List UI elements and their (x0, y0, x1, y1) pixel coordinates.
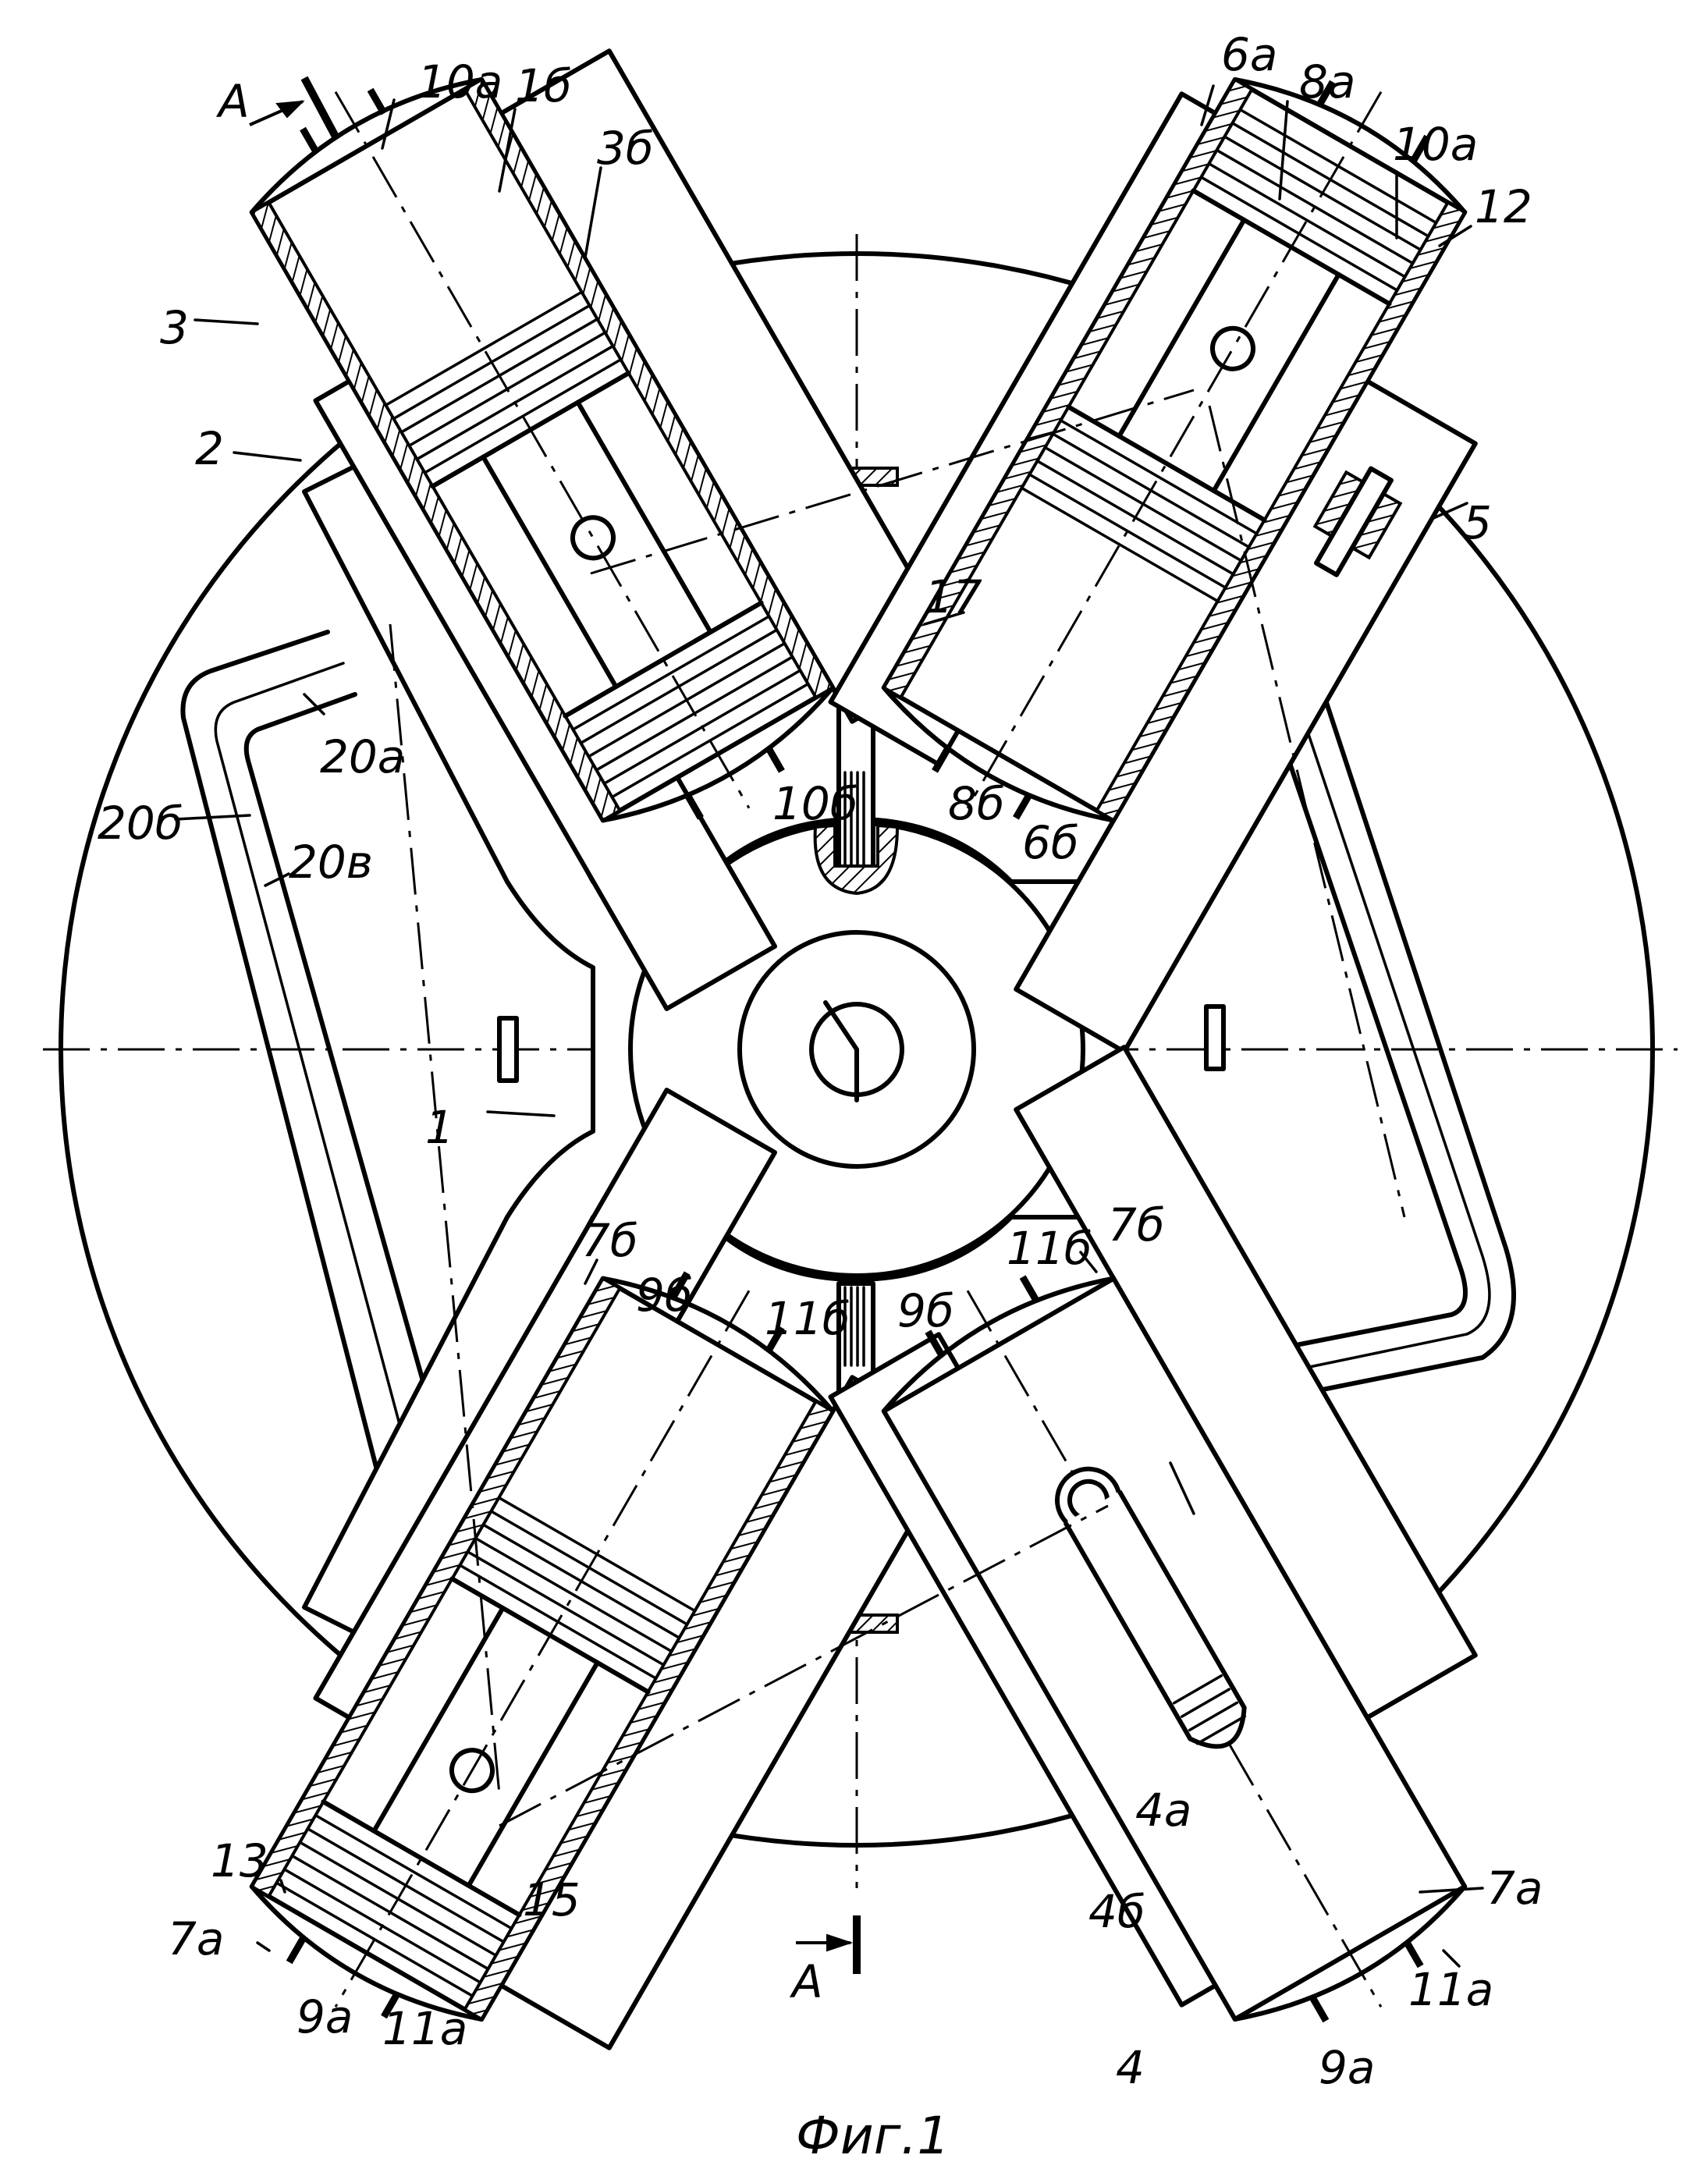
label-7a-right: 7a (1486, 1862, 1543, 1915)
label-4b: 4б (1088, 1885, 1145, 1938)
label-6b: 6б (1022, 816, 1079, 869)
label-4: 4 (1116, 2041, 1145, 2094)
section-mark-top (250, 78, 336, 137)
label-20v: 20в (289, 836, 373, 889)
label-11b-left: 11б (765, 1292, 850, 1345)
label-8a: 8a (1299, 55, 1355, 108)
label-8b: 8б (948, 777, 1005, 830)
label-7a-left: 7a (168, 1912, 224, 1965)
label-5: 5 (1463, 496, 1492, 549)
channel-right (1272, 679, 1514, 1397)
label-9a-right: 9a (1319, 2041, 1375, 2094)
label-11a-left: 11a (382, 2002, 467, 2055)
label-6a: 6a (1221, 28, 1277, 81)
section-label-top: A (215, 75, 250, 128)
label-9b-right: 9б (897, 1284, 954, 1337)
label-15: 15 (523, 1873, 581, 1926)
key-left (499, 1018, 517, 1081)
label-4a: 4a (1135, 1784, 1191, 1837)
section-label-bottom: A (789, 1955, 823, 2008)
label-20a: 20a (320, 730, 405, 783)
label-11b-right: 11б (1007, 1222, 1092, 1275)
label-3b: 3б (597, 122, 654, 175)
figure-caption: Фиг.1 (796, 2106, 950, 2162)
label-3: 3 (160, 301, 189, 354)
label-1b: 1б (515, 59, 572, 112)
label-17: 17 (925, 570, 982, 623)
label-10a-tr: 10a (1393, 118, 1478, 171)
label-7b-left: 7б (581, 1214, 638, 1267)
label-20b: 20б (98, 797, 183, 850)
label-12: 12 (1475, 180, 1532, 233)
label-9a-left: 9a (297, 1990, 353, 2043)
label-9b-left: 9б (636, 1269, 693, 1322)
label-2: 2 (195, 422, 224, 475)
label-13: 13 (211, 1834, 268, 1887)
label-11a-right: 11a (1408, 1963, 1493, 2016)
label-7b-right: 7б (1108, 1198, 1165, 1251)
label-10b: 10б (772, 777, 858, 830)
label-10a-top: 10a (417, 55, 502, 108)
label-1: 1 (425, 1101, 454, 1154)
channel-20-left (183, 632, 453, 1521)
key-right (1206, 1006, 1223, 1069)
